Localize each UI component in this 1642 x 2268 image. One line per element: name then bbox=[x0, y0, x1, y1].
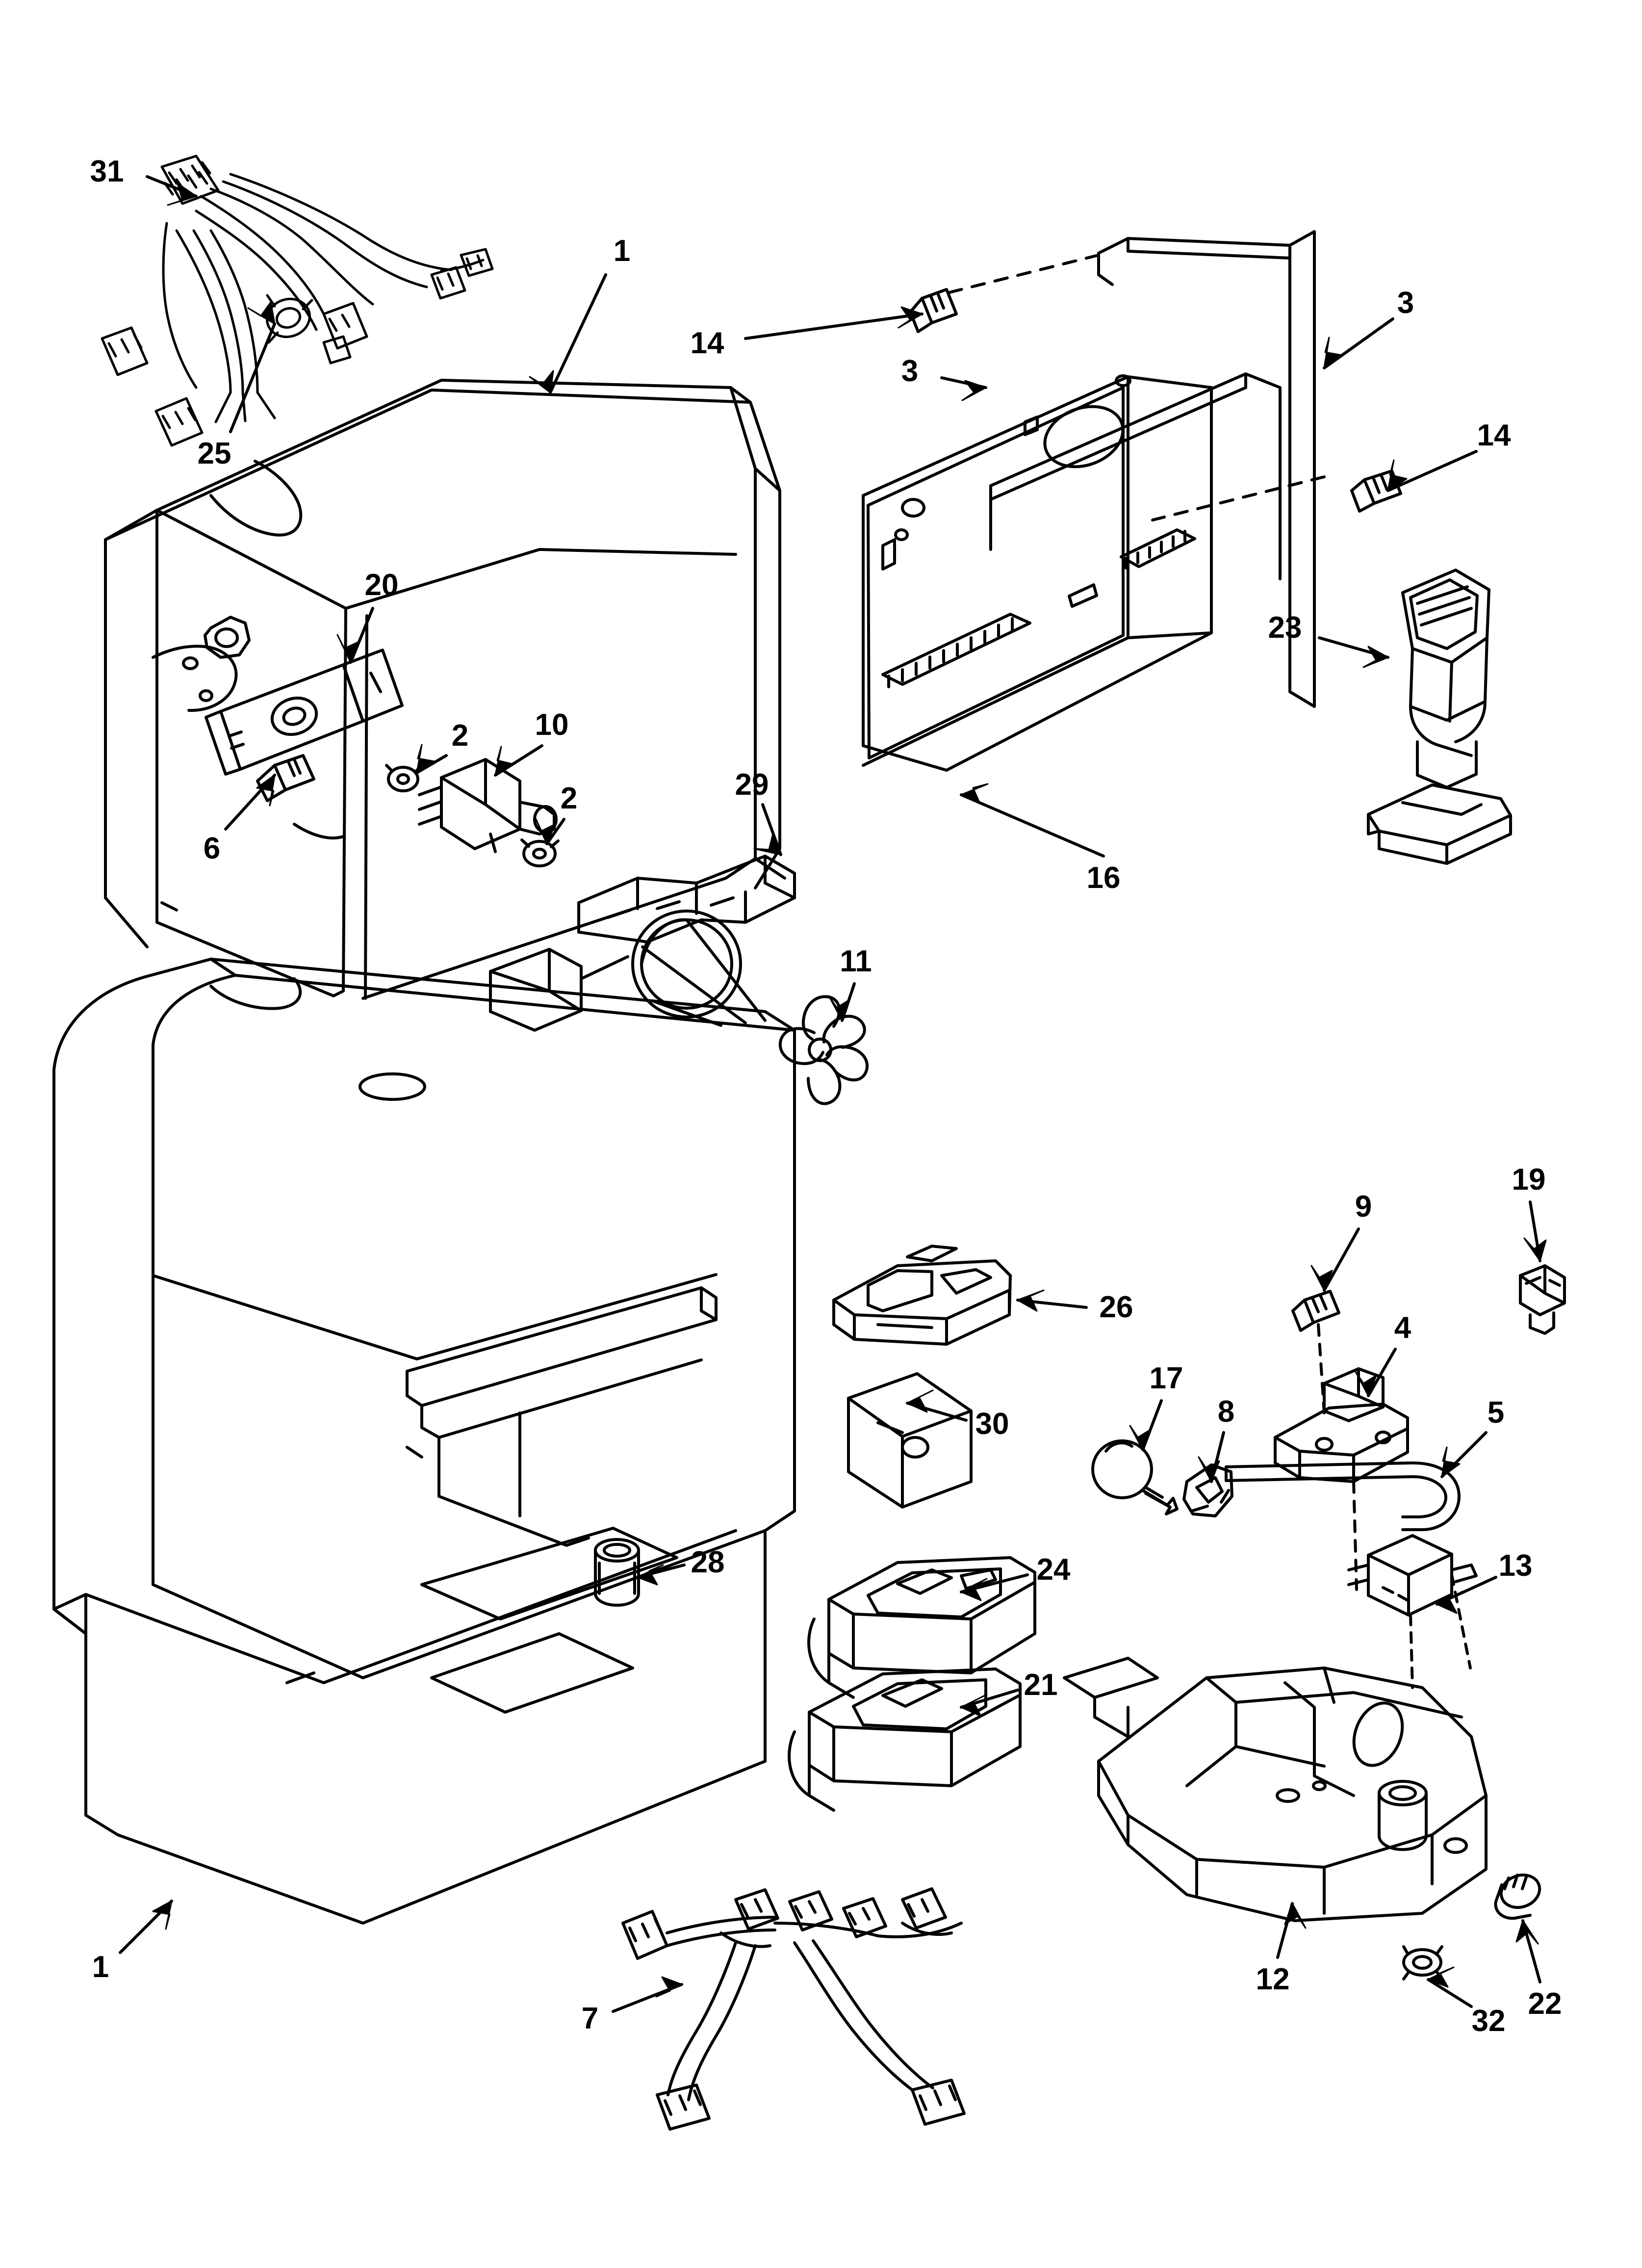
part-1-lower-liner bbox=[52, 958, 796, 1925]
part-30-cover-plate bbox=[847, 1372, 973, 1509]
part-13-switch bbox=[1347, 1534, 1478, 1689]
callout-11[interactable]: 11 bbox=[840, 944, 872, 978]
part-26-water-channel bbox=[832, 1245, 1012, 1346]
callout-19[interactable]: 19 bbox=[1512, 1163, 1546, 1197]
part-21-ice-bucket-lower bbox=[788, 1668, 1022, 1812]
part-23-dispenser-module bbox=[1367, 569, 1512, 865]
callout-1-lower[interactable]: 1 bbox=[92, 1950, 109, 1984]
part-32-nut bbox=[1402, 1945, 1443, 1981]
callout-3-right[interactable]: 3 bbox=[1397, 286, 1414, 320]
part-2-washer-left bbox=[385, 764, 422, 792]
part-20-bracket bbox=[205, 649, 404, 776]
part-4-valve-assembly bbox=[1274, 1367, 1409, 1591]
callout-12[interactable]: 12 bbox=[1256, 1962, 1290, 1996]
part-16-rear-access-panel bbox=[862, 374, 1213, 772]
callout-20[interactable]: 20 bbox=[364, 568, 399, 602]
callout-13[interactable]: 13 bbox=[1498, 1549, 1533, 1583]
part-17-light-bulb bbox=[1091, 1439, 1179, 1515]
part-2-washer-right bbox=[520, 838, 560, 867]
callout-30[interactable]: 30 bbox=[975, 1407, 1009, 1441]
callout-16[interactable]: 16 bbox=[1086, 861, 1121, 895]
callout-22[interactable]: 22 bbox=[1528, 1987, 1562, 2021]
part-5-fill-tube bbox=[1225, 1461, 1461, 1531]
callout-31[interactable]: 31 bbox=[90, 155, 124, 188]
callout-26[interactable]: 26 bbox=[1099, 1290, 1133, 1324]
part-28-bushing bbox=[594, 1538, 640, 1607]
callout-10[interactable]: 10 bbox=[535, 708, 569, 742]
callout-32[interactable]: 32 bbox=[1471, 2004, 1506, 2038]
part-10-control bbox=[418, 758, 558, 853]
callout-29[interactable]: 29 bbox=[735, 768, 769, 802]
callout-8[interactable]: 8 bbox=[1217, 1395, 1235, 1429]
callout-leaders bbox=[119, 175, 1541, 2013]
callout-17[interactable]: 17 bbox=[1149, 1361, 1183, 1395]
part-1-upper-liner bbox=[104, 379, 786, 1000]
part-22-plug-button bbox=[1494, 1873, 1541, 1920]
part-14-screw-upper bbox=[909, 288, 958, 333]
part-3-rear-frame bbox=[940, 230, 1326, 708]
callout-14-right[interactable]: 14 bbox=[1477, 418, 1511, 452]
callout-6[interactable]: 6 bbox=[203, 832, 221, 865]
liner-hole-detail bbox=[182, 616, 251, 702]
part-7-wire-harness bbox=[621, 1887, 966, 2131]
part-31-wire-harness bbox=[101, 155, 494, 447]
callout-4[interactable]: 4 bbox=[1394, 1311, 1411, 1345]
callout-5[interactable]: 5 bbox=[1487, 1396, 1505, 1430]
callout-3-left[interactable]: 3 bbox=[901, 354, 919, 388]
callout-24[interactable]: 24 bbox=[1036, 1553, 1071, 1587]
callout-2-right[interactable]: 2 bbox=[560, 782, 578, 815]
callout-arrowheads bbox=[152, 182, 1547, 1998]
part-29-fan-shroud bbox=[489, 855, 796, 1032]
callout-2-left[interactable]: 2 bbox=[451, 719, 469, 753]
callout-23[interactable]: 23 bbox=[1268, 611, 1302, 645]
part-9-screw bbox=[1291, 1290, 1340, 1414]
callout-21[interactable]: 21 bbox=[1024, 1668, 1058, 1702]
part-14-screw-right bbox=[1350, 469, 1402, 513]
callout-1-upper[interactable]: 1 bbox=[613, 234, 631, 268]
callout-14-upper[interactable]: 14 bbox=[690, 326, 724, 360]
part-19-clip bbox=[1519, 1264, 1566, 1335]
part-6-screw bbox=[256, 754, 315, 802]
callout-9[interactable]: 9 bbox=[1355, 1190, 1372, 1224]
callout-25[interactable]: 25 bbox=[197, 437, 231, 470]
callout-7[interactable]: 7 bbox=[581, 2002, 599, 2035]
part-12-base-pan bbox=[1063, 1657, 1488, 1922]
part-24-ice-bucket-upper bbox=[807, 1556, 1036, 1699]
callout-28[interactable]: 28 bbox=[691, 1545, 725, 1579]
